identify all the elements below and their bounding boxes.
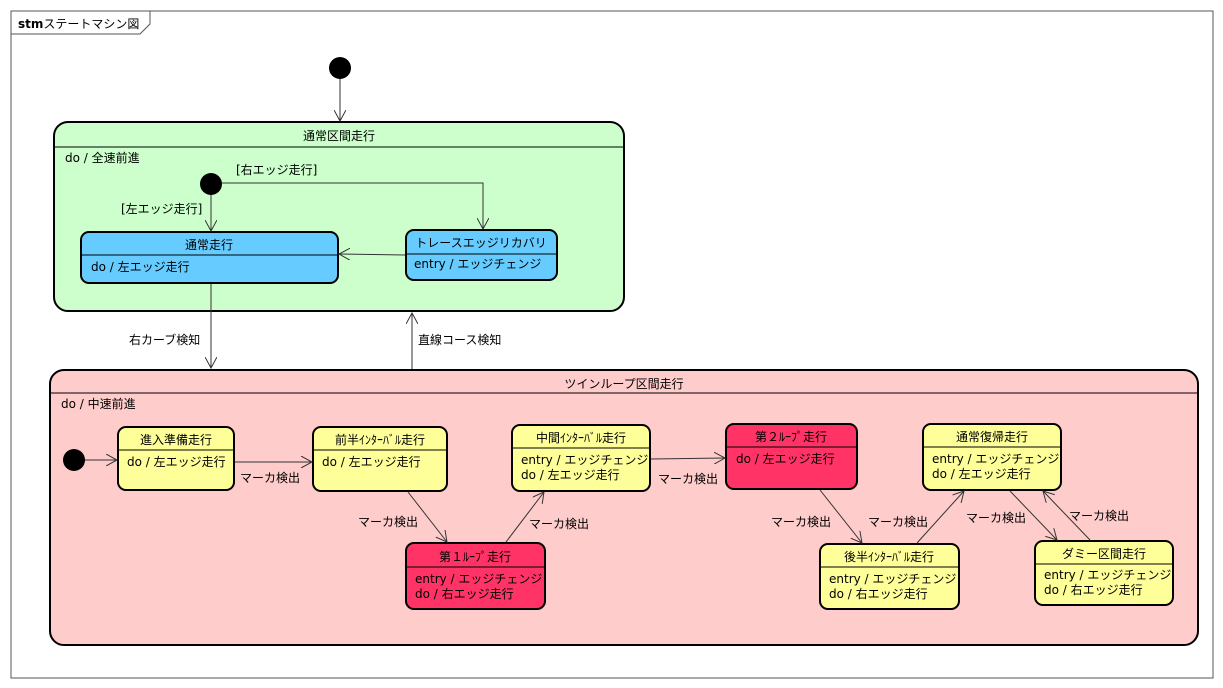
transition-marker-3[interactable]	[505, 492, 544, 543]
state-return-normal[interactable]: 通常復帰走行 entry / エッジチェンジ do / 左エッジ走行	[922, 423, 1062, 491]
transition-label-right-curve: 右カーブ検知	[129, 332, 200, 347]
transition-marker-5[interactable]	[819, 489, 862, 543]
initial-state-top	[329, 57, 351, 79]
initial-state-twin	[63, 449, 85, 471]
transition-marker-2[interactable]	[407, 491, 447, 542]
transition-to-trace-recovery[interactable]	[222, 182, 483, 229]
transition-marker-8[interactable]	[1043, 491, 1091, 541]
transition-label-marker-5: マーカ検出	[771, 515, 831, 529]
frame-title: stmステートマシン図	[18, 17, 139, 31]
state-dummy-section[interactable]: ダミー区間走行 entry / エッジチェンジ do / 右エッジ走行	[1034, 540, 1174, 606]
frame-label-border	[11, 11, 151, 35]
state-activity: do / 右エッジ走行	[1044, 582, 1143, 597]
state-first-loop[interactable]: 第１ﾙｰﾌﾟ走行 entry / エッジチェンジ do / 右エッジ走行	[405, 542, 546, 610]
state-entry: entry / エッジチェンジ	[932, 452, 1059, 466]
transition-label-marker-1: マーカ検出	[240, 471, 300, 485]
state-activity: do / 左エッジ走行	[322, 454, 421, 469]
guard-label-right-edge: [右エッジ走行]	[236, 162, 317, 177]
twin-loop-activity: do / 中速前進	[61, 396, 136, 411]
transition-marker-4[interactable]	[650, 458, 725, 459]
transition-label-marker-4: マーカ検出	[658, 472, 718, 486]
state-entry: entry / エッジチェンジ	[829, 572, 956, 586]
state-title: 後半ｲﾝﾀｰﾊﾞﾙ走行	[844, 550, 934, 564]
state-activity: entry / エッジチェンジ	[414, 257, 541, 271]
state-title: 第１ﾙｰﾌﾟ走行	[439, 550, 511, 564]
transition-label-marker-2: マーカ検出	[358, 515, 418, 529]
state-title: 通常復帰走行	[956, 429, 1028, 444]
state-activity: do / 左エッジ走行	[91, 259, 190, 274]
transition-marker-6[interactable]	[916, 491, 964, 544]
state-second-interval[interactable]: 後半ｲﾝﾀｰﾊﾞﾙ走行 entry / エッジチェンジ do / 右エッジ走行	[819, 543, 960, 610]
state-title: 中間ｲﾝﾀｰﾊﾞﾙ走行	[536, 430, 626, 445]
state-activity: do / 右エッジ走行	[415, 586, 514, 601]
state-title: ダミー区間走行	[1062, 546, 1146, 561]
state-activity: do / 左エッジ走行	[127, 454, 226, 469]
initial-state-normal	[200, 173, 222, 195]
state-activity: do / 左エッジ走行	[932, 466, 1031, 481]
state-title: 通常走行	[185, 238, 233, 252]
state-entry: entry / エッジチェンジ	[415, 572, 542, 586]
transition-label-marker-3: マーカ検出	[529, 517, 589, 531]
transition-recovery-to-normal-run[interactable]	[339, 254, 406, 255]
twin-loop-title: ツインループ区間走行	[564, 377, 683, 391]
state-second-loop[interactable]: 第２ﾙｰﾌﾟ走行 do / 左エッジ走行	[725, 423, 858, 490]
state-entry: entry / エッジチェンジ	[521, 453, 648, 467]
state-title: 前半ｲﾝﾀｰﾊﾞﾙ走行	[335, 432, 425, 447]
normal-section-title: 通常区間走行	[303, 129, 375, 143]
state-activity: do / 左エッジ走行	[736, 451, 835, 466]
transition-marker-7[interactable]	[1009, 490, 1057, 540]
state-title: トレースエッジリカバリ	[415, 236, 546, 250]
state-trace-recovery[interactable]: トレースエッジリカバリ entry / エッジチェンジ	[405, 229, 558, 281]
state-entry: entry / エッジチェンジ	[1044, 568, 1171, 582]
state-title: 第２ﾙｰﾌﾟ走行	[755, 430, 827, 444]
state-normal-run[interactable]: 通常走行 do / 左エッジ走行	[80, 231, 339, 284]
state-entry-prep[interactable]: 進入準備走行 do / 左エッジ走行	[117, 426, 235, 491]
state-activity: do / 左エッジ走行	[521, 467, 620, 482]
state-first-interval[interactable]: 前半ｲﾝﾀｰﾊﾞﾙ走行 do / 左エッジ走行	[312, 426, 448, 492]
transition-label-marker-6: マーカ検出	[868, 515, 928, 529]
state-mid-interval[interactable]: 中間ｲﾝﾀｰﾊﾞﾙ走行 entry / エッジチェンジ do / 左エッジ走行	[511, 424, 651, 492]
transition-label-straight: 直線コース検知	[418, 332, 501, 347]
state-title: 進入準備走行	[140, 432, 212, 447]
normal-section-activity: do / 全速前進	[65, 150, 140, 165]
guard-label-left-edge: [左エッジ走行]	[121, 201, 202, 216]
transition-label-marker-7: マーカ検出	[966, 511, 1026, 525]
transition-label-marker-8: マーカ検出	[1069, 509, 1129, 523]
state-activity: do / 右エッジ走行	[829, 586, 928, 601]
